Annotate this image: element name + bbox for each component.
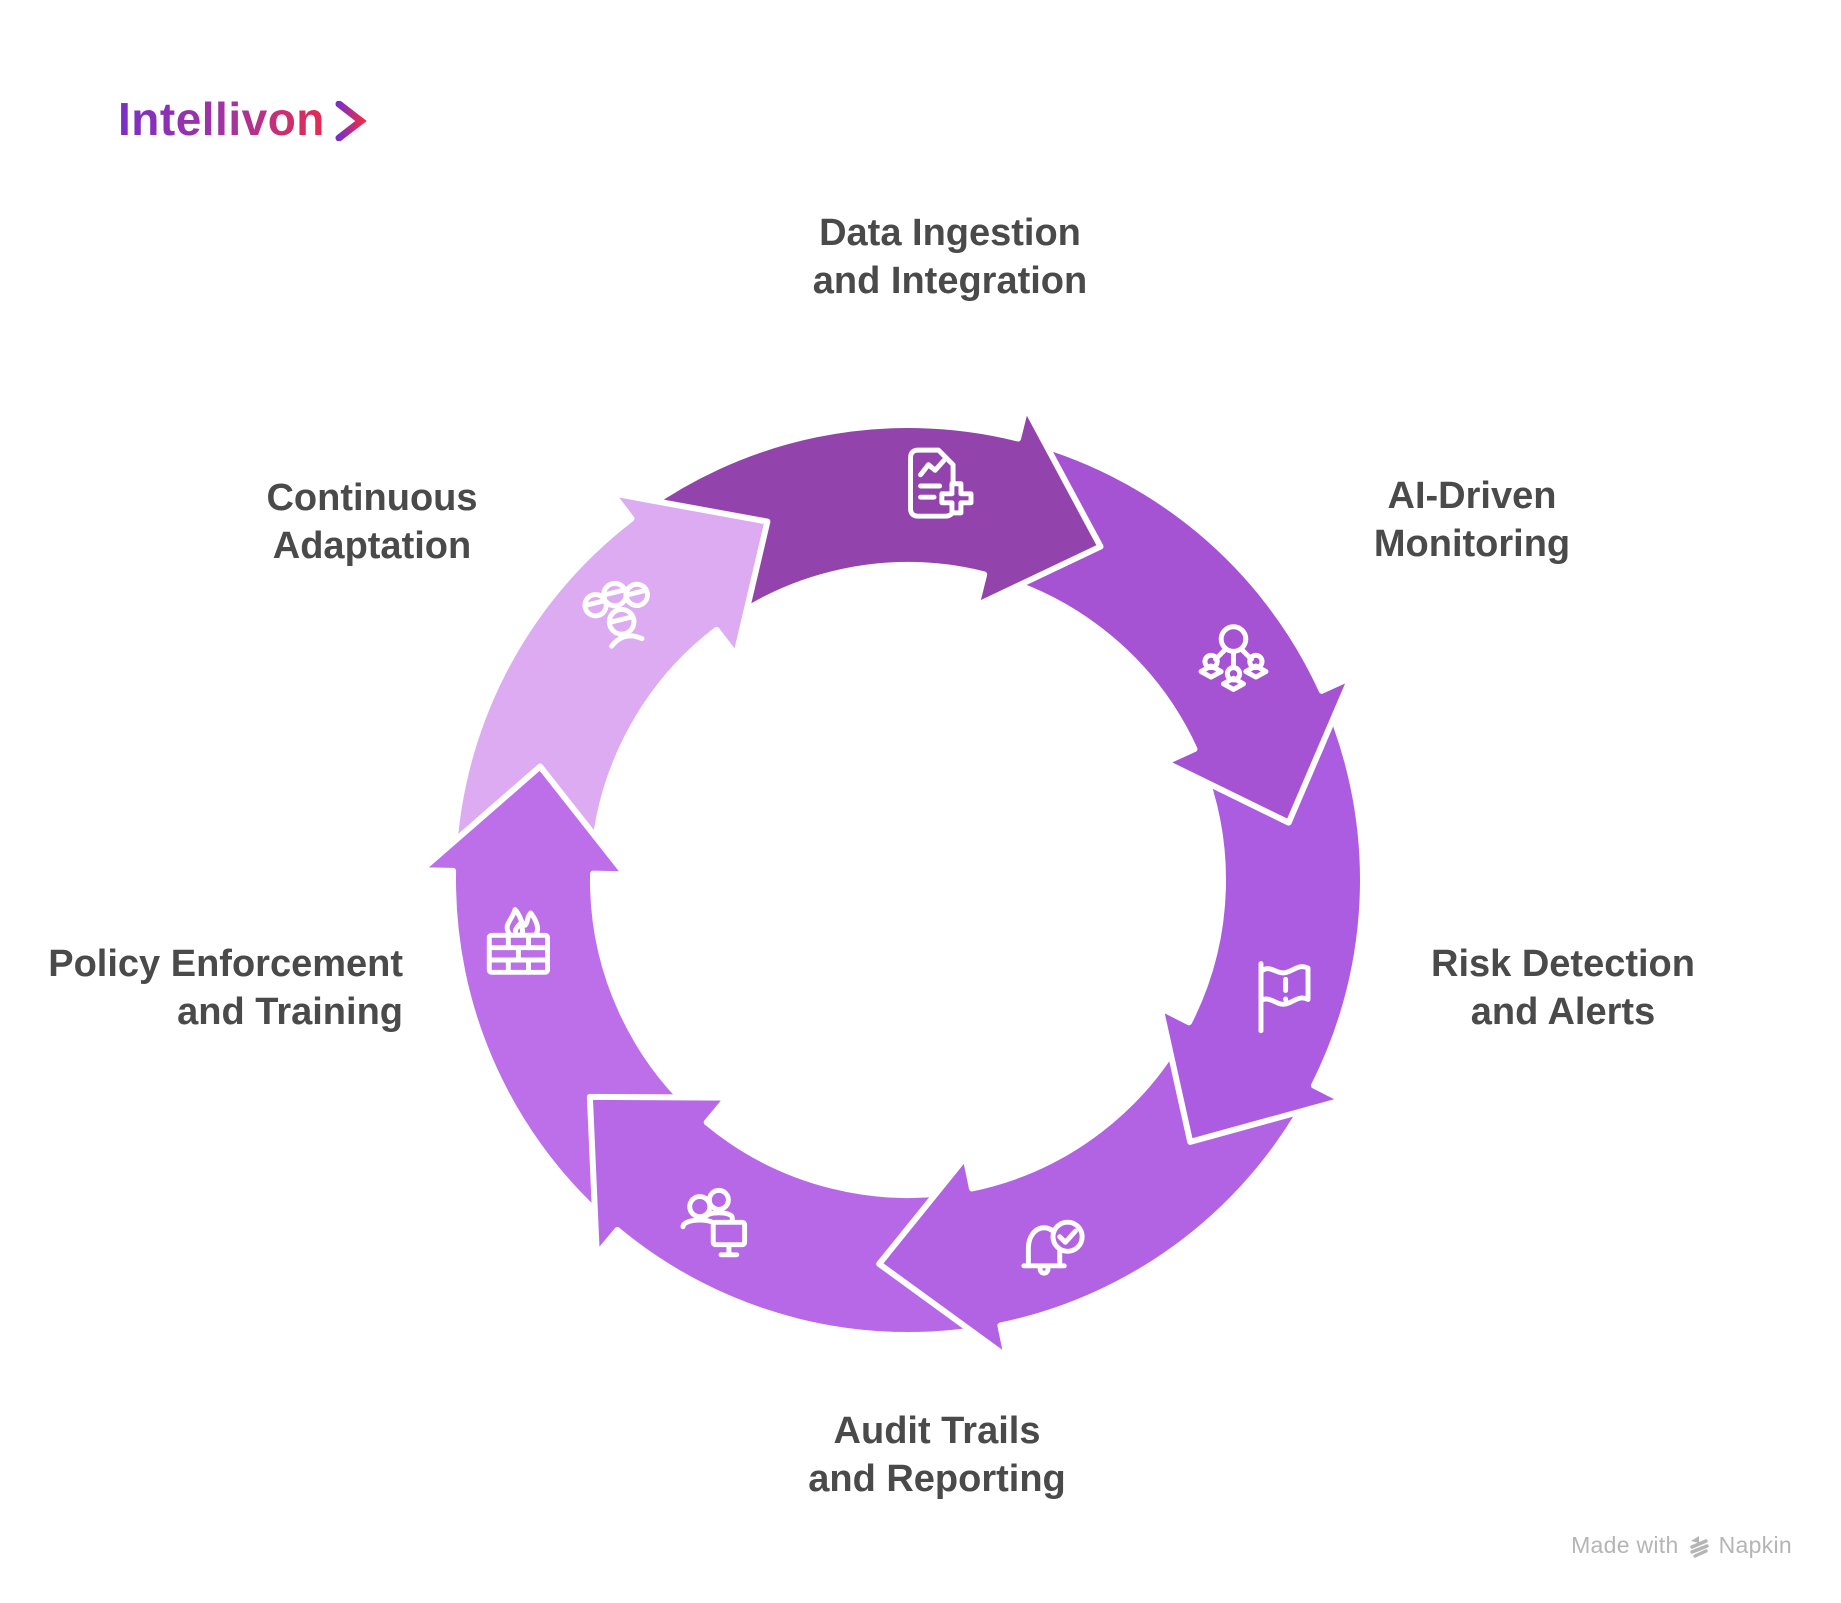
label-line: and Training [177, 991, 403, 1033]
arrow-segment-risk-detection [1157, 687, 1366, 1145]
label-line: AI-Driven [1387, 475, 1557, 517]
label-policy-enforcement: Policy Enforcement and Training [48, 940, 403, 1036]
people-group-icon [582, 580, 650, 649]
label-line: Policy Enforcement [48, 943, 403, 985]
logo-wordmark: Intellivon [118, 93, 325, 145]
label-line: Monitoring [1373, 523, 1571, 565]
napkin-logo-icon [1689, 1535, 1709, 1558]
label-ai-driven-monitoring: AI-Driven Monitoring [1374, 472, 1570, 568]
label-line: Continuous [266, 477, 478, 519]
label-line: and Alerts [1470, 991, 1656, 1033]
label-data-ingestion: Data Ingestion and Integration [813, 209, 1087, 305]
label-continuous-adaptation: Continuous Adaptation [266, 474, 477, 570]
label-line: Data Ingestion [819, 212, 1081, 254]
intellivon-logo: Intellivon [118, 92, 369, 146]
chevron-right-icon [335, 101, 367, 141]
label-risk-detection: Risk Detection and Alerts [1431, 940, 1695, 1036]
made-with-napkin-watermark: Made with Napkin [1571, 1532, 1792, 1559]
watermark-brand: Napkin [1718, 1532, 1792, 1558]
label-line: Risk Detection [1431, 943, 1695, 985]
label-line: Adaptation [272, 525, 472, 567]
label-line: Audit Trails [833, 1410, 1041, 1452]
document-add-icon [908, 447, 974, 519]
watermark-prefix: Made with [1571, 1532, 1679, 1558]
alert-flag-icon [1258, 961, 1311, 1034]
people-monitor-icon [680, 1187, 748, 1258]
label-line: and Reporting [808, 1458, 1066, 1500]
label-audit-trails: Audit Trails and Reporting [808, 1407, 1066, 1503]
firewall-icon [486, 907, 550, 975]
label-line: and Integration [812, 260, 1088, 302]
bell-check-icon [1021, 1219, 1085, 1276]
people-network-icon [1198, 624, 1269, 692]
